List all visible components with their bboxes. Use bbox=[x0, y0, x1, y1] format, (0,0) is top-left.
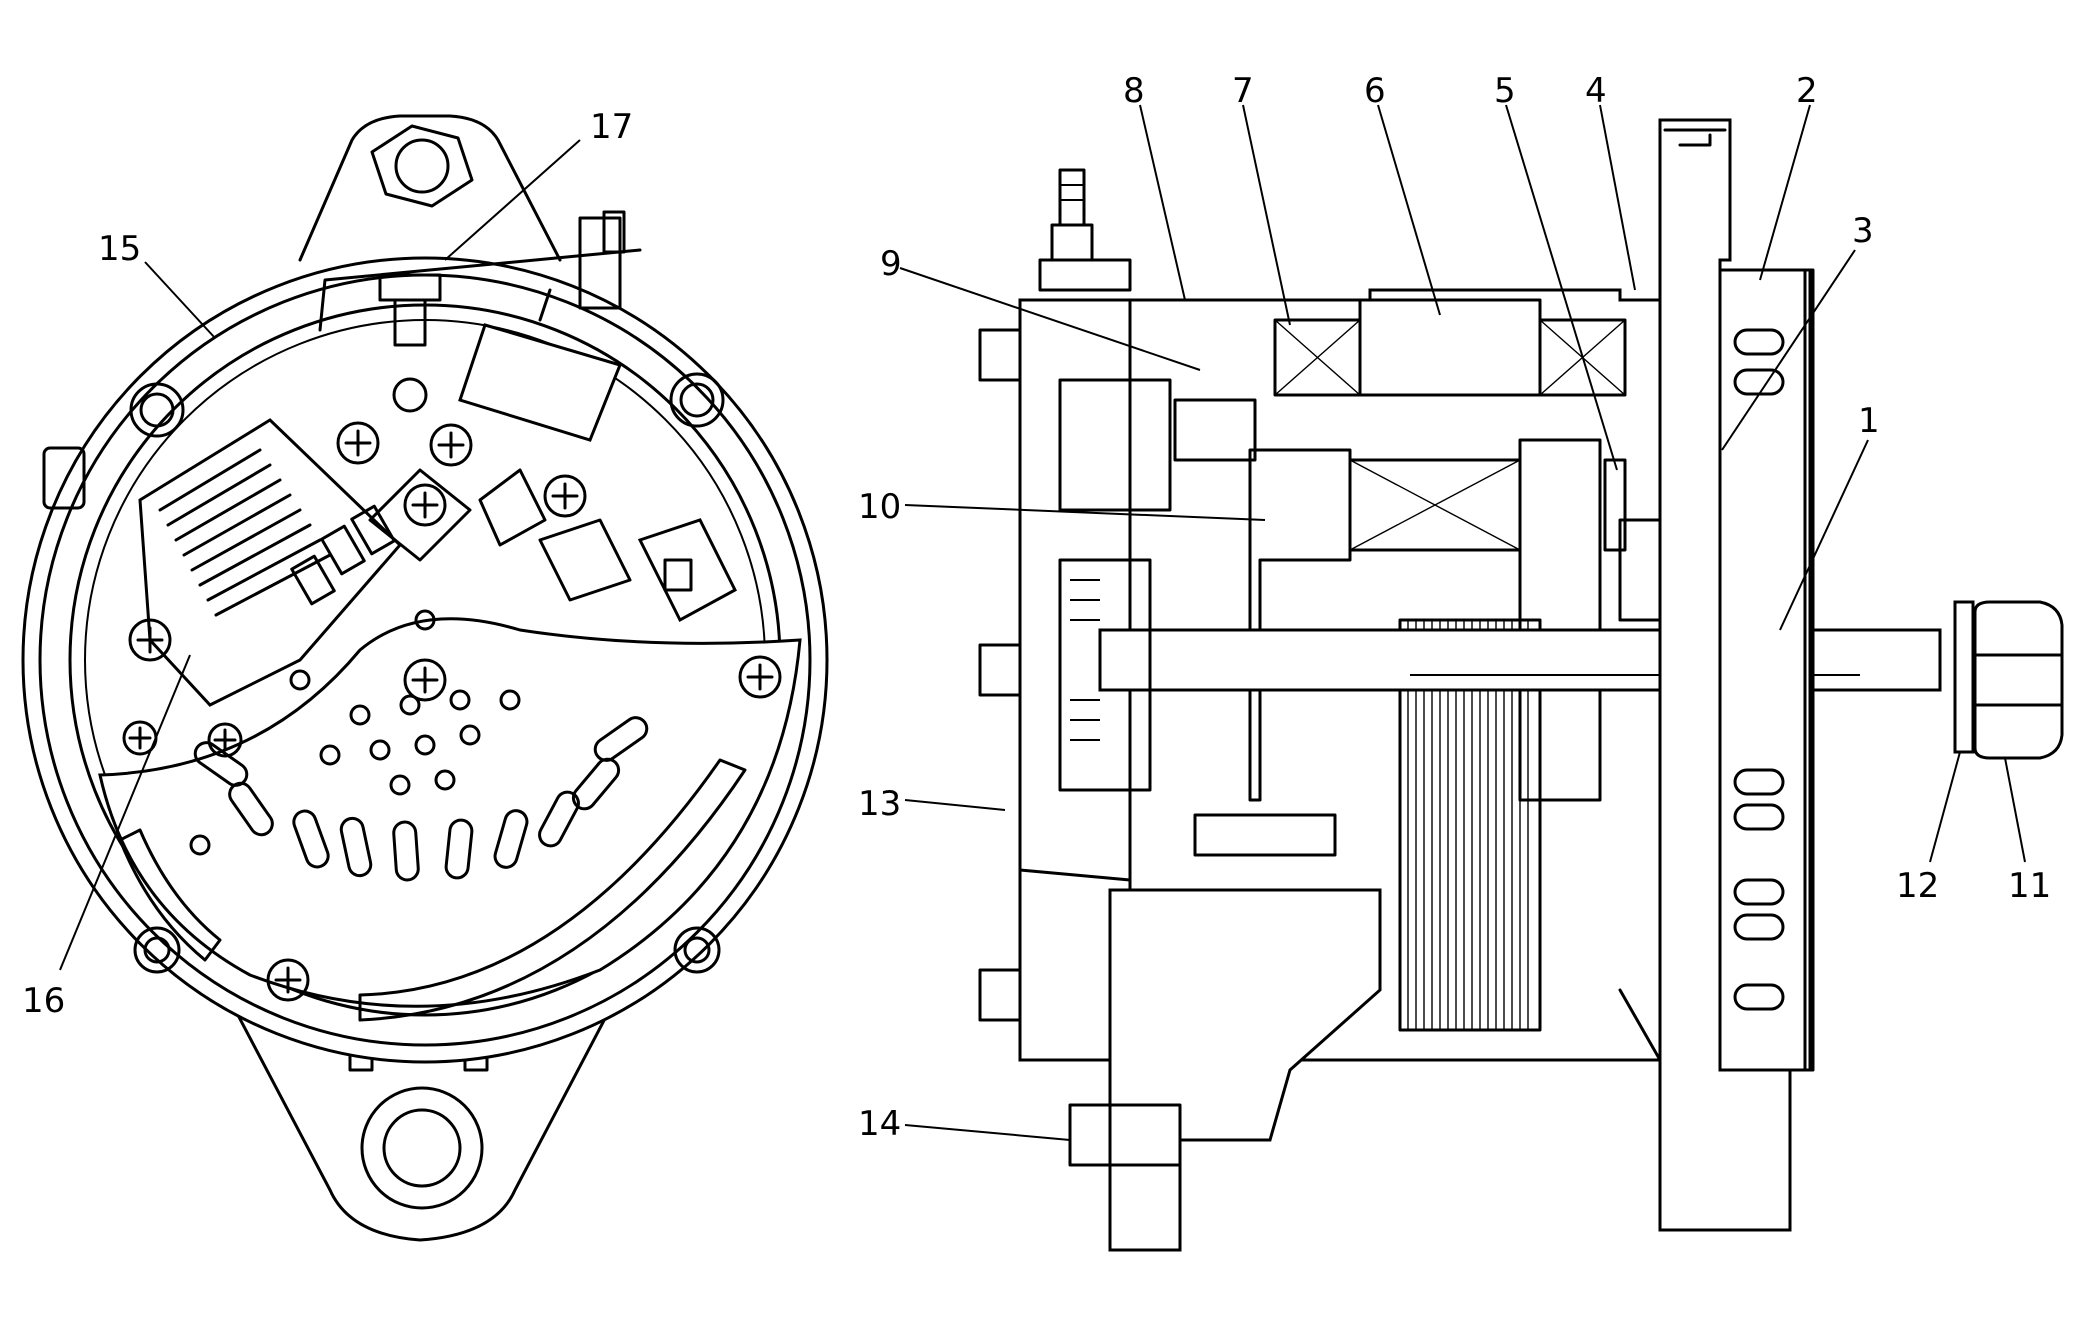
leader-2 bbox=[1759, 104, 1811, 281]
bottom-ear-hole-outer bbox=[360, 1086, 484, 1210]
top-ear-hex-nut bbox=[370, 124, 474, 208]
slip-ring-teeth bbox=[1070, 579, 1100, 741]
callout-8: 8 bbox=[1123, 71, 1145, 111]
sectional-view bbox=[978, 118, 2064, 1252]
leader-5 bbox=[1505, 104, 1618, 471]
leader-6 bbox=[1377, 104, 1441, 316]
rotor-pole-left bbox=[1248, 448, 1352, 802]
callout-11: 11 bbox=[2008, 866, 2051, 906]
pulley-nut bbox=[1973, 600, 2064, 760]
top-mounting-ear bbox=[298, 114, 562, 262]
brush-holder-box bbox=[1058, 378, 1172, 512]
leader-4 bbox=[1599, 104, 1636, 291]
cross-screws bbox=[122, 421, 782, 1002]
brush-holder bbox=[458, 323, 623, 442]
callout-13: 13 bbox=[858, 784, 901, 824]
leader-9 bbox=[899, 267, 1201, 371]
rear-view bbox=[21, 114, 829, 1242]
b-terminal-post bbox=[578, 216, 622, 310]
callout-6: 6 bbox=[1364, 71, 1386, 111]
b-terminal-stem bbox=[538, 288, 552, 322]
leader-7 bbox=[1242, 104, 1291, 326]
b-terminal-stud bbox=[1058, 168, 1086, 227]
cover-holes bbox=[189, 609, 521, 856]
callout-10: 10 bbox=[858, 487, 901, 527]
callout-5: 5 bbox=[1494, 71, 1516, 111]
lamp-socket-stem bbox=[393, 298, 427, 347]
bottom-mounting-ear bbox=[228, 988, 622, 1242]
cooling-fan bbox=[1718, 268, 1812, 1072]
callout-3: 3 bbox=[1852, 211, 1874, 251]
lead-wire bbox=[318, 248, 642, 332]
strap-lug bbox=[478, 468, 547, 547]
regulator-fins bbox=[158, 448, 332, 617]
bottom-stud bbox=[1193, 813, 1337, 857]
brush-spring bbox=[1173, 398, 1257, 462]
callout-labels: 15 17 16 8 7 6 5 4 2 3 1 9 10 13 14 12 1… bbox=[22, 71, 2051, 1144]
lamp-socket bbox=[378, 273, 442, 302]
cover-left-slot bbox=[118, 828, 222, 962]
leader-12 bbox=[1929, 751, 1961, 863]
front-frame-notch bbox=[1663, 128, 1727, 147]
leader-1 bbox=[1779, 439, 1869, 631]
leader-14 bbox=[904, 1124, 1071, 1141]
front-foot-edge bbox=[1618, 988, 1662, 1232]
leader-8 bbox=[1139, 104, 1186, 301]
b-terminal-nut bbox=[1050, 223, 1094, 262]
pulley-face bbox=[1803, 268, 1815, 1072]
stator-coil-left bbox=[1273, 318, 1362, 397]
plug-socket bbox=[663, 558, 693, 592]
leader-16 bbox=[59, 654, 191, 971]
leader-10 bbox=[904, 504, 1266, 521]
cover-vent-slots bbox=[193, 716, 649, 882]
diode-strap bbox=[368, 468, 472, 562]
callout-9: 9 bbox=[880, 244, 902, 284]
fan-slots bbox=[1733, 328, 1785, 1011]
b-terminal-washer bbox=[1038, 258, 1132, 292]
callout-2: 2 bbox=[1796, 71, 1818, 111]
rear-frame-split bbox=[1018, 868, 1132, 882]
through-bolt-bosses bbox=[129, 372, 725, 974]
cover-long-slot bbox=[358, 758, 747, 1022]
rear-frame-bolts bbox=[978, 328, 1022, 1022]
leader-13 bbox=[904, 799, 1006, 811]
leader-11 bbox=[2004, 757, 2026, 863]
callout-1: 1 bbox=[1858, 401, 1880, 441]
lamp-socket-screw bbox=[392, 377, 428, 413]
bottom-mounting-foot bbox=[1108, 888, 1382, 1252]
bottom-ear-hole-inner bbox=[382, 1108, 462, 1188]
callout-17: 17 bbox=[590, 107, 633, 147]
callout-12: 12 bbox=[1896, 866, 1939, 906]
strap-lug-2 bbox=[538, 518, 632, 602]
callout-16: 16 bbox=[22, 981, 65, 1021]
leader-lines bbox=[59, 104, 2026, 1141]
stator-coil-right bbox=[1538, 318, 1627, 397]
pulley-washer bbox=[1953, 600, 1975, 754]
callout-4: 4 bbox=[1585, 71, 1607, 111]
leader-17 bbox=[444, 139, 581, 261]
top-ear-bolt bbox=[394, 138, 450, 194]
plug-connector bbox=[637, 518, 737, 623]
callout-15: 15 bbox=[98, 229, 141, 269]
leader-3 bbox=[1721, 249, 1856, 451]
callout-7: 7 bbox=[1232, 71, 1254, 111]
left-side-boss bbox=[42, 446, 86, 510]
leader-15 bbox=[144, 261, 216, 339]
rectifier-block bbox=[1058, 558, 1152, 792]
foot-bolt-head bbox=[1068, 1103, 1182, 1167]
callout-14: 14 bbox=[858, 1104, 901, 1144]
